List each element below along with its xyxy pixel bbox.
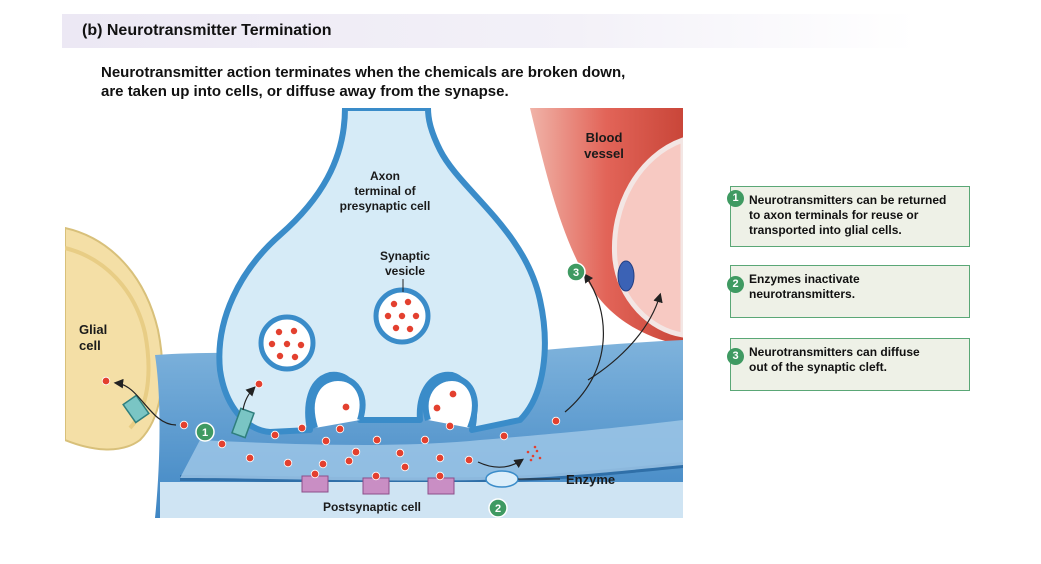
section-title: (b) Neurotransmitter Termination — [82, 22, 332, 39]
blood-vessel-label-line-2: vessel — [584, 146, 624, 161]
docking-vesicle-left — [308, 374, 366, 429]
callout-3-box: Neurotransmitters can diffuse out of the… — [730, 338, 970, 391]
nt-dot — [283, 458, 293, 468]
axon-transporter — [231, 407, 255, 439]
nt-dot — [395, 448, 405, 458]
nt-dot — [101, 376, 111, 386]
receptor-2 — [362, 477, 390, 495]
nt-dot — [217, 439, 227, 449]
arrow-to-vessel — [587, 292, 663, 381]
axon-label-line-2: terminal of — [354, 184, 416, 198]
receptor-3 — [427, 477, 455, 495]
callout-1-box: Neurotransmitters can be returned to axo… — [730, 186, 970, 247]
intro-line-1: Neurotransmitter action terminates when … — [101, 64, 626, 81]
section-header-bar — [62, 14, 917, 48]
nt-dot — [405, 324, 414, 333]
nt-dot — [341, 402, 351, 412]
callout-2-number: 2 — [727, 276, 744, 293]
nt-dot — [551, 416, 561, 426]
arrow-to-enzyme — [477, 458, 524, 468]
nt-dot — [400, 462, 410, 472]
arrow-diffuse — [564, 273, 604, 413]
callout-1-line-2: to axon terminals for reuse or — [749, 208, 919, 222]
nt-dot — [448, 389, 458, 399]
callout-2-line-1: Enzymes inactivate — [749, 272, 860, 286]
broken-neurotransmitter-fragments — [526, 445, 542, 462]
nt-dot — [310, 469, 320, 479]
enzyme-shape — [485, 470, 519, 488]
nt-dot — [435, 471, 445, 481]
callout-1-number: 1 — [727, 190, 744, 207]
callout-1-line-3: transported into glial cells. — [749, 223, 902, 237]
vesicle-label-line-1: Synaptic — [380, 249, 430, 263]
callout-3-line-1: Neurotransmitters can diffuse — [749, 345, 920, 359]
nt-dot — [420, 435, 430, 445]
nt-dot — [344, 456, 354, 466]
nt-dot — [445, 421, 455, 431]
nt-dot — [432, 403, 442, 413]
receptor-1 — [301, 475, 329, 493]
callout-2-line-2: neurotransmitters. — [749, 287, 856, 301]
postsynaptic-interior — [160, 482, 683, 518]
nt-dot — [411, 311, 420, 320]
svg-text:2: 2 — [495, 503, 501, 515]
nt-dot — [389, 299, 398, 308]
intro-text: Neurotransmitter action terminates when … — [101, 63, 721, 101]
nt-dot — [282, 339, 291, 348]
vesicle-label-line-2: vesicle — [385, 264, 425, 278]
glial-label-line-2: cell — [79, 338, 101, 353]
postsynaptic-label: Postsynaptic cell — [323, 500, 421, 514]
nt-dot — [245, 453, 255, 463]
nt-dot — [179, 420, 189, 430]
blood-cell — [617, 260, 635, 292]
blood-vessel-label-line-1: Blood — [586, 130, 623, 145]
nt-dot — [296, 340, 305, 349]
nt-dot — [383, 311, 392, 320]
nt-dot — [435, 453, 445, 463]
marker-3: 3 — [566, 262, 586, 282]
axon-label-line-3: presynaptic cell — [340, 199, 431, 213]
nt-dot — [270, 430, 280, 440]
callout-3-number: 3 — [727, 348, 744, 365]
nt-dot — [289, 326, 298, 335]
nt-dot — [254, 379, 264, 389]
svg-text:3: 3 — [573, 267, 579, 279]
nt-dot — [403, 297, 412, 306]
neurotransmitters — [101, 297, 561, 481]
nt-dot — [267, 339, 276, 348]
marker-1: 1 — [195, 422, 215, 442]
callout-2-box: Enzymes inactivate neurotransmitters. — [730, 265, 970, 318]
nt-dot — [274, 327, 283, 336]
nt-dot — [371, 471, 381, 481]
callout-3-line-2: out of the synaptic cleft. — [749, 360, 888, 374]
glial-label-line-1: Glial — [79, 322, 107, 337]
callout-1-line-1: Neurotransmitters can be returned — [749, 193, 947, 207]
nt-dot — [318, 459, 328, 469]
nt-dot — [391, 323, 400, 332]
nt-dot — [464, 455, 474, 465]
nt-dot — [351, 447, 361, 457]
marker-2: 2 — [488, 498, 508, 518]
docking-vesicle-right — [422, 374, 478, 430]
nt-dot — [499, 431, 509, 441]
svg-text:1: 1 — [202, 427, 208, 439]
arrow-to-axon — [242, 386, 256, 411]
nt-dot — [290, 352, 299, 361]
nt-dot — [297, 423, 307, 433]
intro-line-2: are taken up into cells, or diffuse away… — [101, 83, 509, 100]
synaptic-cleft — [180, 420, 683, 481]
nt-dot — [335, 424, 345, 434]
glial-transporter — [122, 394, 150, 424]
axon-label-line-1: Axon — [370, 169, 400, 183]
nt-dot — [321, 436, 331, 446]
nt-dot — [397, 311, 406, 320]
nt-dot — [275, 351, 284, 360]
arrow-to-glial — [113, 378, 177, 426]
enzyme-label: Enzyme — [566, 472, 615, 487]
nt-dot — [372, 435, 382, 445]
